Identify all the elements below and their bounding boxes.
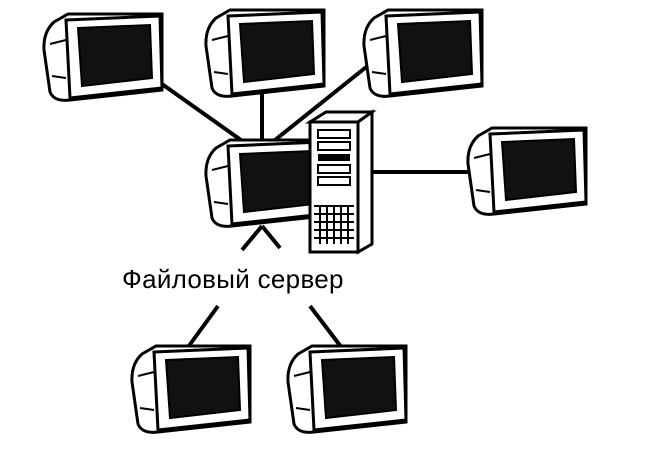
file-server-label: Файловый сервер <box>122 264 344 294</box>
monitor-icon-center <box>204 138 326 228</box>
link-top-right <box>258 54 382 154</box>
link-caret-left <box>240 224 264 252</box>
monitor-icon-top-right <box>362 8 484 98</box>
link-caret-right <box>260 224 282 250</box>
connection-lines <box>143 54 482 356</box>
link-bottom-right <box>308 304 347 354</box>
monitor-icon-bottom-right <box>286 344 408 434</box>
monitor-icon-right <box>466 126 588 216</box>
monitor-icon-bottom-left <box>130 344 252 434</box>
monitor-icon-top-center <box>204 8 326 98</box>
server-icon <box>304 109 377 255</box>
monitor-icon-top-left <box>42 12 164 102</box>
